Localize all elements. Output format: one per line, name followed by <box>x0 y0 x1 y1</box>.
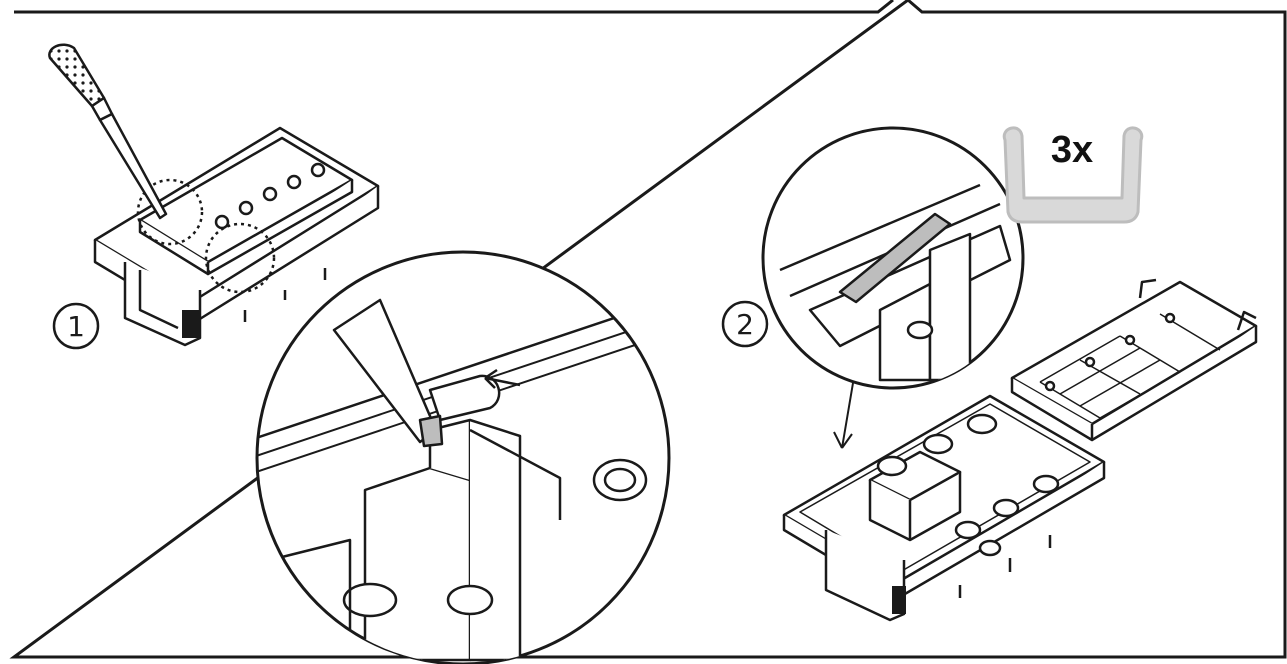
junction-box-closed <box>93 126 380 347</box>
direction-arrow <box>833 382 854 449</box>
step-1-detail-magnifier <box>255 250 671 664</box>
part-count-label: 3x <box>1051 129 1093 171</box>
step-2-number: 2 <box>736 308 754 341</box>
step-1-number: 1 <box>67 310 85 343</box>
step-2-badge: 2 <box>721 300 769 348</box>
screwdriver-icon <box>48 43 168 220</box>
junction-box-open <box>782 278 1258 622</box>
step-2-illustration: 2 3x <box>721 126 1258 622</box>
u-clip-part-icon <box>1002 126 1144 224</box>
step-1-badge: 1 <box>52 302 100 350</box>
step-1-illustration: 1 <box>48 43 671 664</box>
step-2-detail-magnifier <box>761 126 1025 390</box>
panel-frame <box>9 0 1287 659</box>
